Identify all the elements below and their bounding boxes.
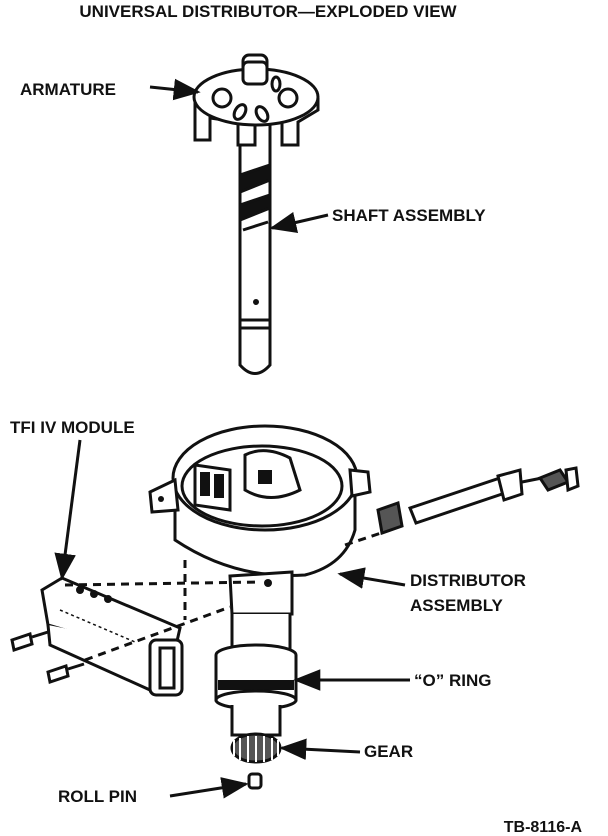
- tfi-module-drawing: [10, 560, 261, 697]
- label-distributor-assembly-line2: ASSEMBLY: [410, 596, 504, 615]
- label-armature: ARMATURE: [20, 80, 116, 99]
- adjustment-rod-drawing: [376, 466, 580, 536]
- figure-id: TB-8116-A: [504, 819, 583, 836]
- label-tfi-module: TFI IV MODULE: [10, 418, 135, 437]
- label-roll-pin: ROLL PIN: [58, 787, 137, 806]
- label-shaft-assembly: SHAFT ASSEMBLY: [332, 206, 486, 225]
- diagram-title: UNIVERSAL DISTRIBUTOR—EXPLODED VIEW: [79, 2, 457, 21]
- label-o-ring: “O” RING: [414, 671, 491, 690]
- label-distributor-assembly-line1: DISTRIBUTOR: [410, 571, 526, 590]
- label-gear: GEAR: [364, 742, 413, 761]
- distributor-assembly-drawing: [148, 424, 391, 790]
- shaft-assembly-drawing: [192, 53, 320, 375]
